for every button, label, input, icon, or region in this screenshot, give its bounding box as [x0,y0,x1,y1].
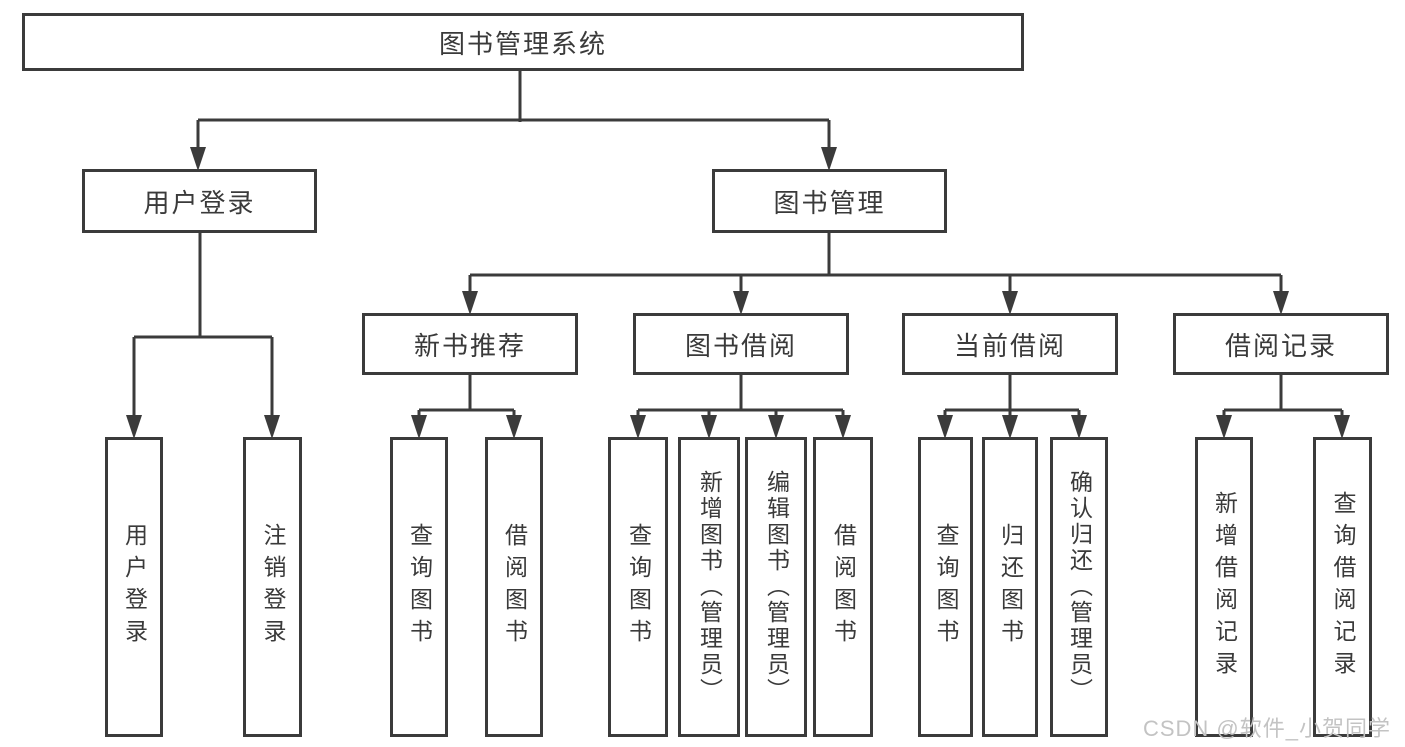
leaf-label: 新增图书（管理员） [696,470,723,704]
leaf-return-books: 归还图书 [982,437,1038,737]
node-label: 借阅记录 [1224,330,1337,361]
leaf-query-borrow-record: 查询借阅记录 [1313,437,1372,737]
leaf-query-books-recommend: 查询图书 [390,437,448,737]
node-new-book-recommend: 新书推荐 [362,313,578,375]
node-user-login: 用户登录 [82,169,317,233]
leaf-label: 借阅图书 [501,523,528,651]
node-label: 图书管理 [773,187,886,218]
node-label: 当前借阅 [953,330,1066,361]
leaf-label: 注销登录 [260,523,286,651]
leaf-query-books-borrowing: 查询图书 [608,437,668,737]
node-current-borrowing: 当前借阅 [902,313,1118,375]
node-system-root: 图书管理系统 [22,13,1024,71]
leaf-label: 借阅图书 [830,523,857,651]
leaf-borrow-books-recommend: 借阅图书 [485,437,543,737]
watermark: CSDN @软件_小贺同学 [1142,716,1391,741]
leaf-label: 归还图书 [997,523,1024,651]
leaf-label: 确认归还（管理员） [1066,470,1093,704]
node-book-borrowing: 图书借阅 [633,313,849,375]
node-label: 用户登录 [143,187,256,218]
leaf-label: 用户登录 [121,523,148,651]
node-book-management: 图书管理 [712,169,947,233]
leaf-logout: 注销登录 [243,437,302,737]
node-label: 图书借阅 [684,330,797,361]
leaf-label: 新增借阅记录 [1211,491,1238,683]
leaf-user-login: 用户登录 [105,437,163,737]
leaf-label: 查询图书 [933,523,959,651]
node-label: 新书推荐 [413,330,526,361]
leaf-add-book-admin: 新增图书（管理员） [678,437,740,737]
leaf-label: 编辑图书（管理员） [763,470,790,704]
leaf-query-books-current: 查询图书 [918,437,973,737]
leaf-label: 查询图书 [406,523,433,651]
leaf-add-borrow-record: 新增借阅记录 [1195,437,1253,737]
leaf-label: 查询图书 [625,523,652,651]
leaf-edit-book-admin: 编辑图书（管理员） [745,437,807,737]
leaf-confirm-return-admin: 确认归还（管理员） [1050,437,1108,737]
node-label: 图书管理系统 [438,28,607,59]
leaf-borrow-books-borrowing: 借阅图书 [813,437,873,737]
leaf-label: 查询借阅记录 [1330,491,1356,683]
node-borrowing-records: 借阅记录 [1173,313,1389,375]
